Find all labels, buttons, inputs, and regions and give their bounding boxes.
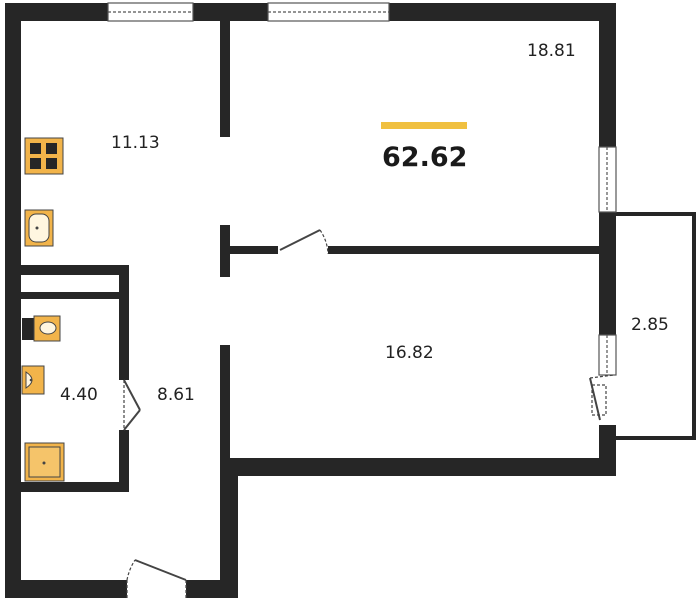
door-room-top [279, 229, 329, 255]
bathroom-wall-top [21, 265, 129, 275]
fixtures [21, 137, 65, 482]
partition-rooms-left [230, 246, 278, 254]
window-top-right [267, 2, 390, 22]
balcony-door-frame [598, 334, 617, 376]
bathroom-wall-bottom [21, 482, 129, 492]
outer-wall-top-left [5, 3, 108, 21]
area-label-hallway: 8.61 [157, 385, 195, 405]
partition-stub [220, 225, 230, 277]
windows [107, 2, 617, 376]
window-top-left [107, 2, 194, 22]
walls [5, 3, 696, 598]
outer-wall-top-middle [193, 3, 268, 21]
outer-wall-bottom-right [186, 580, 238, 598]
outer-wall-right-top [599, 3, 616, 147]
area-label-room-bottom: 16.82 [385, 343, 434, 363]
partition-hallway-room [220, 345, 230, 465]
kitchen-sink-icon [24, 209, 54, 247]
total-area-value: 62.62 [382, 142, 467, 173]
door-balcony [589, 374, 615, 421]
total-area-accent-bar [381, 122, 467, 129]
room-labels: 11.13 18.81 16.82 2.85 4.40 8.61 [60, 41, 669, 405]
area-label-bathroom: 4.40 [60, 385, 98, 405]
window-right [598, 146, 617, 213]
stove-icon [24, 137, 64, 175]
toilet-icon [22, 315, 61, 342]
outer-wall-left [5, 3, 21, 598]
balcony-right [692, 212, 696, 440]
bathroom-wall-right-top [119, 265, 129, 380]
door-entrance [126, 559, 187, 598]
doors [123, 229, 615, 598]
bathroom-inner-wall [21, 292, 119, 299]
washbasin-icon [21, 365, 45, 395]
partition-rooms-right [328, 246, 599, 254]
partition-kitchen-room [220, 21, 230, 137]
bathroom-wall-right-bottom [119, 430, 129, 490]
balcony-top [614, 212, 696, 216]
outer-wall-right-middle [599, 212, 616, 335]
shower-tray-icon [24, 442, 65, 482]
door-bathroom [123, 379, 141, 431]
area-label-room-top: 18.81 [527, 41, 576, 61]
area-label-balcony: 2.85 [631, 315, 669, 335]
outer-wall-bottom-left [5, 580, 127, 598]
total-area-block: 62.62 [381, 122, 467, 173]
balcony-bottom [614, 436, 696, 440]
area-label-kitchen: 11.13 [111, 133, 160, 153]
wall-bottom-rooms [232, 458, 616, 476]
outer-wall-top-right [389, 3, 616, 21]
wall-hallway-right [220, 458, 238, 598]
